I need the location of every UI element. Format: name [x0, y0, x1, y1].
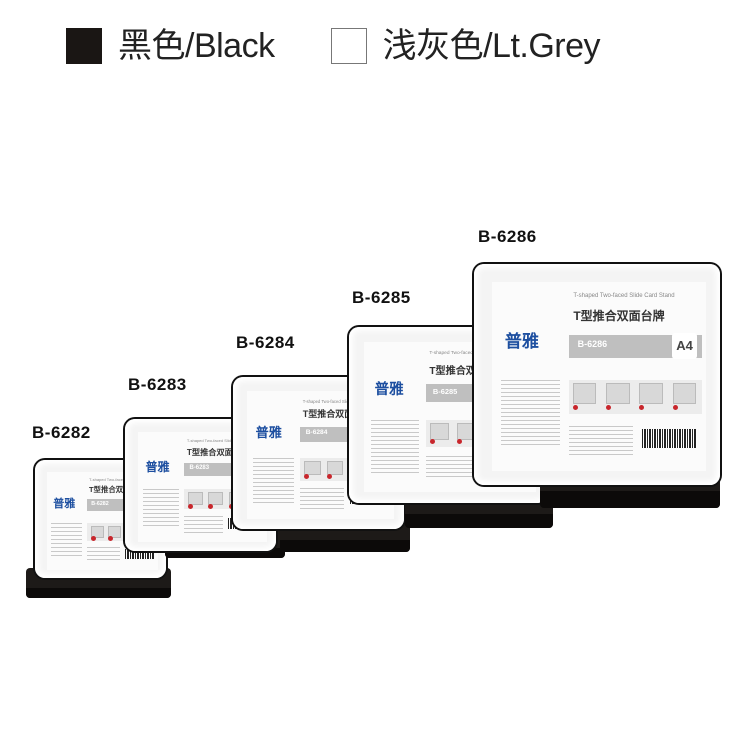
left-fine-print: [252, 457, 294, 504]
step-dot: [456, 439, 462, 445]
step-dot: [108, 535, 114, 541]
legend-label-grey: 浅灰色/Lt.Grey: [382, 27, 601, 65]
model-label: B-6284: [236, 333, 295, 352]
card-model-code: B-6283: [189, 464, 210, 471]
fine-print: [184, 515, 224, 534]
card-model-code: B-6286: [577, 338, 608, 349]
pictogram: [326, 460, 344, 476]
fine-print: [569, 425, 634, 456]
card-subtitle: T-shaped Two-faced Slide Card Stand: [302, 398, 374, 404]
card-title: T型推合双面台牌: [429, 365, 507, 377]
model-band: [569, 334, 702, 358]
step-dot: [639, 404, 645, 410]
legend-item-black: 黑色/Black: [66, 28, 275, 64]
legend-item-grey: 浅灰色/Lt.Grey: [330, 27, 601, 65]
model-band: [86, 499, 157, 512]
step-dot: [303, 474, 309, 480]
grey-swatch: [330, 28, 367, 64]
left-fine-print: [51, 522, 83, 559]
instruction-pictograms: [569, 380, 702, 415]
base-shadow: [405, 514, 553, 528]
model-label: B-6286: [478, 227, 537, 246]
base-shadow: [165, 548, 285, 558]
card-model-code: B-6284: [305, 429, 328, 437]
left-fine-print: [500, 380, 561, 449]
pictogram: [429, 422, 450, 440]
pictogram: [639, 383, 663, 405]
pictogram: [188, 492, 204, 506]
paper-size-badge: A4: [671, 333, 698, 360]
fine-print: [86, 546, 121, 563]
card-subtitle: T-shaped Two-faced Slide Card Stand: [429, 351, 511, 357]
legend-label-black: 黑色/Black: [118, 27, 275, 65]
pictogram: [90, 525, 104, 538]
card-title: T型推合双面台牌: [89, 485, 146, 495]
card-subtitle: T-shaped Two-faced Slide Card Stand: [186, 438, 255, 444]
barcode: [124, 548, 154, 559]
pictogram: [208, 492, 224, 506]
card-subtitle: T-shaped Two-faced Slide Card Stand: [89, 477, 157, 483]
step-dot: [672, 404, 678, 410]
pictogram: [573, 383, 597, 405]
model-label: B-6283: [128, 375, 187, 394]
base-shadow: [540, 490, 720, 508]
card-subtitle: T-shaped Two-faced Slide Card Stand: [573, 293, 675, 300]
pictogram: [672, 383, 696, 405]
step-dot: [188, 503, 194, 509]
card-title: T型推合双面台牌: [186, 448, 250, 458]
step-dot: [573, 404, 579, 410]
card-model-code: B-6285: [432, 387, 458, 397]
base-shadow: [26, 587, 171, 598]
pictogram: [606, 383, 630, 405]
pictogram: [303, 460, 321, 476]
step-dot: [208, 503, 214, 509]
step-dot: [90, 535, 96, 541]
model-label: B-6285: [352, 288, 411, 307]
left-fine-print: [371, 419, 420, 474]
card-title: T型推合双面台牌: [302, 409, 372, 420]
base-shadow: [280, 540, 410, 552]
left-fine-print: [142, 489, 180, 530]
brand-logo: 普雅: [504, 332, 539, 352]
model-label: B-6282: [32, 423, 91, 442]
card-title: T型推合双面台牌: [573, 308, 665, 323]
card-model-code: B-6282: [91, 501, 109, 508]
step-dot: [606, 404, 612, 410]
brand-logo: 普雅: [255, 424, 282, 440]
black-swatch: [66, 28, 102, 64]
fine-print: [425, 455, 478, 480]
step-dot: [326, 474, 332, 480]
brand-logo: 普雅: [53, 498, 76, 511]
brand-logo: 普雅: [145, 460, 170, 475]
step-dot: [429, 439, 435, 445]
brand-logo: 普雅: [374, 382, 404, 399]
fine-print: [299, 488, 345, 509]
barcode: [641, 429, 698, 449]
color-legend: 黑色/Black 浅灰色/Lt.Grey: [66, 28, 656, 64]
pictogram: [108, 525, 122, 538]
